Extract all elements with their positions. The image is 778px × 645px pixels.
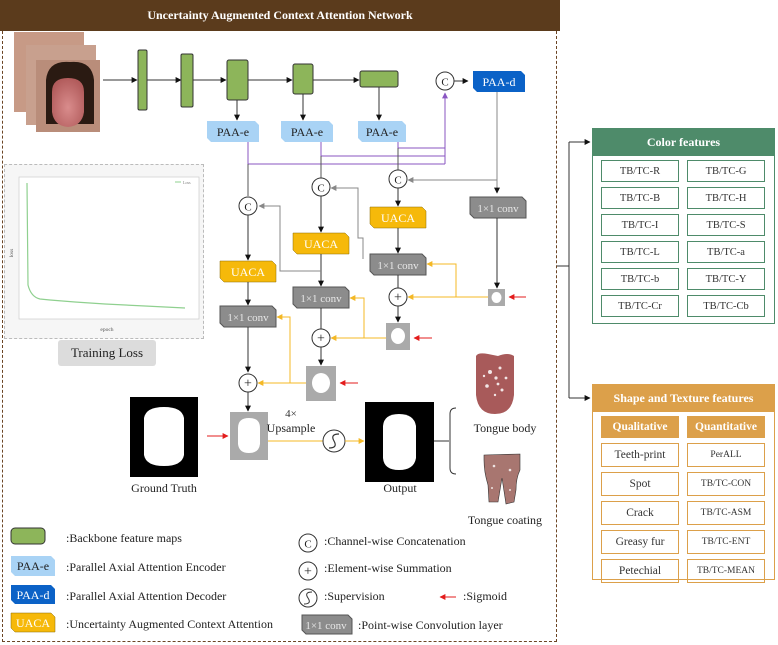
shape-texture-title: Shape and Texture features xyxy=(593,385,774,412)
color-feature-item: TB/TC-Y xyxy=(687,268,765,290)
color-feature-item: TB/TC-H xyxy=(687,187,765,209)
shape-texture-features-panel: Shape and Texture features Qualitative Q… xyxy=(592,384,775,583)
qualitative-item: Crack xyxy=(601,501,679,525)
qualitative-item: Teeth-print xyxy=(601,443,679,467)
qualitative-item: Greasy fur xyxy=(601,530,679,554)
color-feature-item: TB/TC-R xyxy=(601,160,679,182)
loss-legend-label: Loss xyxy=(183,180,191,185)
training-loss-chart: Loss epoch loss xyxy=(4,164,204,339)
quantitative-item: TB/TC-ENT xyxy=(687,530,765,554)
color-feature-item: TB/TC-Cb xyxy=(687,295,765,317)
color-feature-item: TB/TC-L xyxy=(601,241,679,263)
qualitative-header: Qualitative xyxy=(601,416,679,438)
qualitative-item: Petechial xyxy=(601,559,679,583)
quantitative-header: Quantitative xyxy=(687,416,765,438)
loss-chart-svg: Loss epoch loss xyxy=(9,176,200,333)
color-feature-item: TB/TC-Cr xyxy=(601,295,679,317)
loss-plot-area xyxy=(18,176,200,320)
shape-texture-grid: Qualitative Quantitative Teeth-print Per… xyxy=(593,412,774,587)
loss-curve xyxy=(26,182,186,309)
color-features-grid: TB/TC-R TB/TC-G TB/TC-B TB/TC-H TB/TC-I … xyxy=(593,156,774,321)
loss-xlabel: epoch xyxy=(100,327,113,333)
color-feature-item: TB/TC-a xyxy=(687,241,765,263)
training-loss-label: Training Loss xyxy=(58,340,156,366)
color-feature-item: TB/TC-b xyxy=(601,268,679,290)
color-features-panel: Color features TB/TC-R TB/TC-G TB/TC-B T… xyxy=(592,128,775,324)
network-frame xyxy=(2,31,557,642)
color-features-title: Color features xyxy=(593,129,774,156)
color-feature-item: TB/TC-G xyxy=(687,160,765,182)
color-feature-item: TB/TC-S xyxy=(687,214,765,236)
qualitative-item: Spot xyxy=(601,472,679,496)
quantitative-item: TB/TC-MEAN xyxy=(687,559,765,583)
color-feature-item: TB/TC-B xyxy=(601,187,679,209)
feature-connector xyxy=(557,139,591,401)
quantitative-item: PerALL xyxy=(687,443,765,467)
quantitative-item: TB/TC-CON xyxy=(687,472,765,496)
quantitative-item: TB/TC-ASM xyxy=(687,501,765,525)
loss-ylabel: loss xyxy=(9,249,15,258)
network-title: Uncertainty Augmented Context Attention … xyxy=(0,0,560,31)
color-feature-item: TB/TC-I xyxy=(601,214,679,236)
